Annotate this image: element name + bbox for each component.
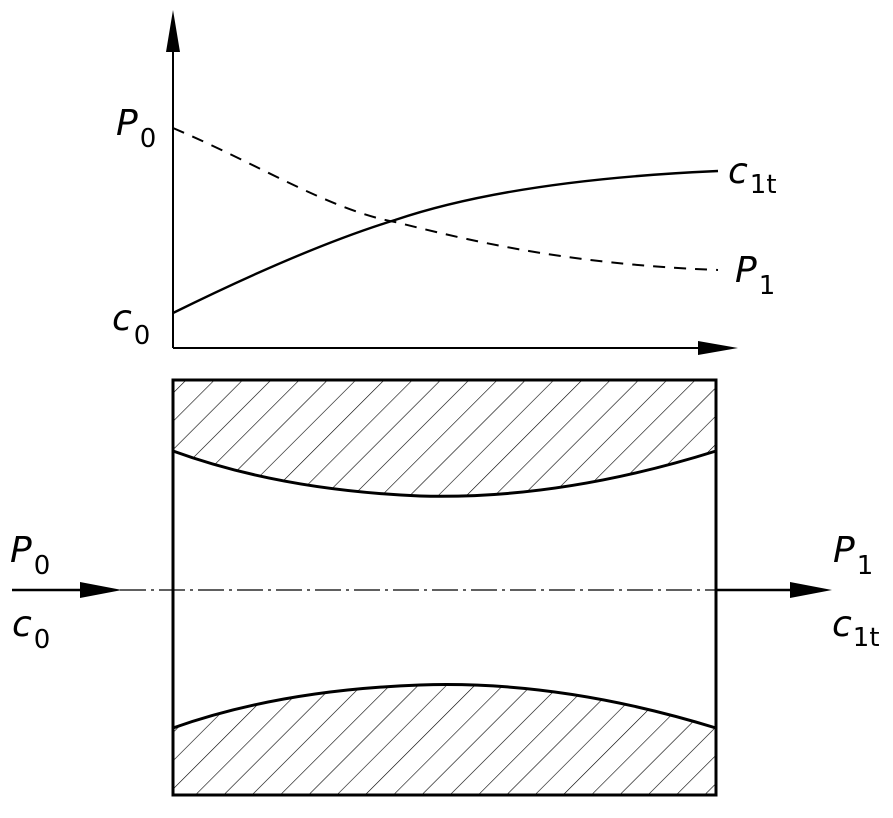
outlet-arrow-head bbox=[790, 582, 832, 598]
nozzle-bottom-wall bbox=[173, 684, 716, 795]
nozzle-top-wall bbox=[173, 380, 716, 497]
pressure-curve bbox=[172, 127, 719, 271]
velocity-curve bbox=[172, 169, 719, 315]
outlet-p1-label: P1 bbox=[833, 530, 873, 581]
inlet-c0-label: c0 bbox=[12, 604, 50, 655]
y-axis-arrow bbox=[166, 10, 180, 52]
graph-p1-label: P1 bbox=[735, 250, 775, 301]
x-axis-arrow bbox=[698, 341, 738, 355]
nozzle-top-contour bbox=[172, 449, 717, 498]
graph-c1t-label: c1t bbox=[728, 151, 777, 200]
inlet-p0-label: P0 bbox=[10, 530, 50, 581]
nozzle: P0 c0 P1 c1t bbox=[10, 378, 880, 797]
graph-c0-label: c0 bbox=[112, 298, 150, 351]
graph-p0-label: P0 bbox=[116, 103, 156, 154]
nozzle-frame bbox=[171, 378, 718, 797]
inlet-arrow-head bbox=[80, 582, 122, 598]
graph: P0 c0 c1t P1 bbox=[112, 10, 777, 355]
outlet-c1t-label: c1t bbox=[832, 604, 880, 653]
nozzle-bottom-contour bbox=[172, 683, 717, 730]
